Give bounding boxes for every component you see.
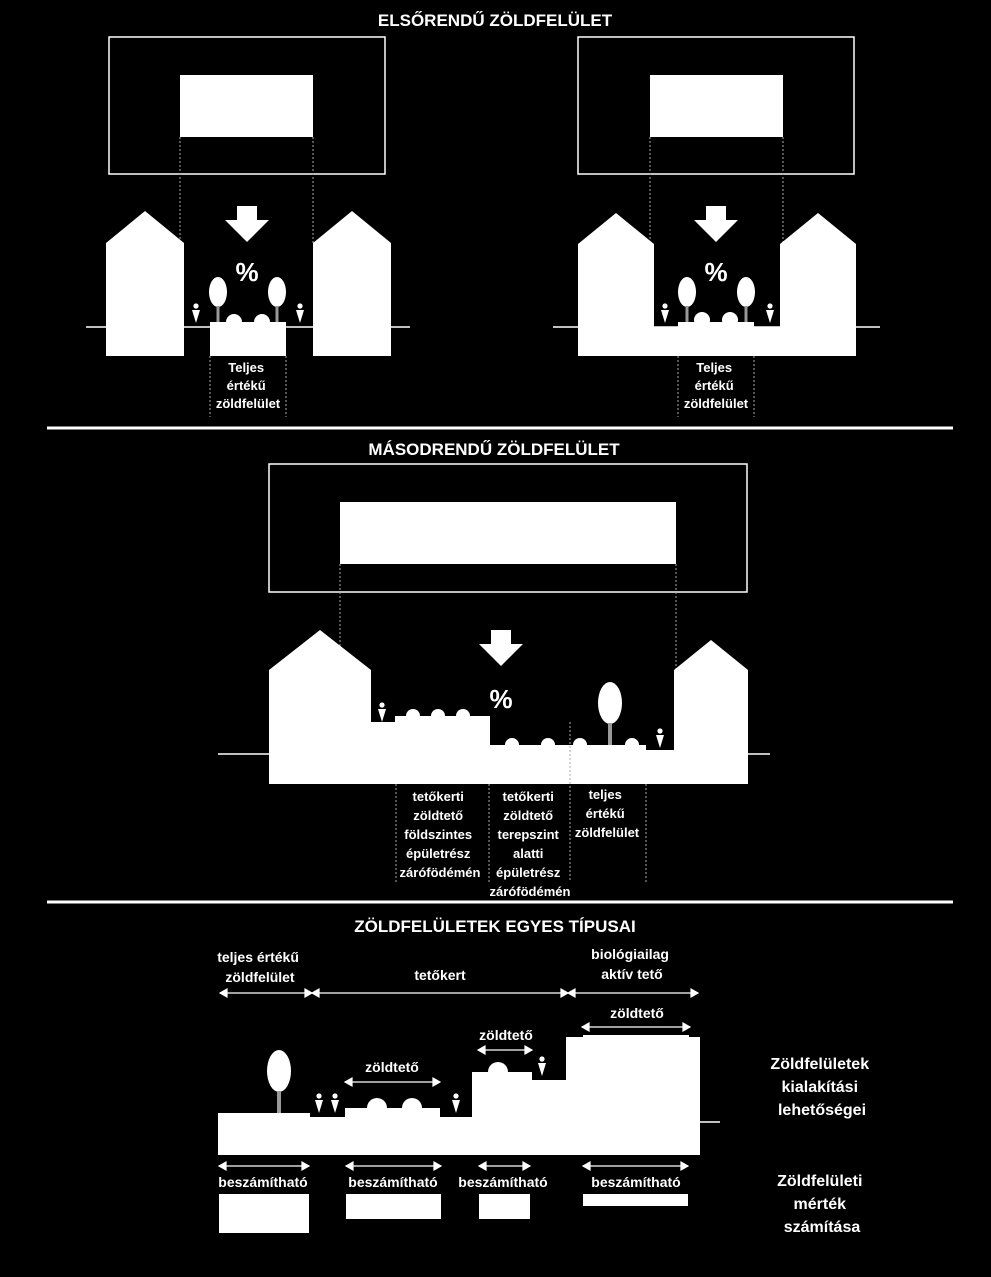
bio-active-roof-category-label: biológiailag aktív tető	[591, 946, 673, 982]
percent-sign: %	[235, 257, 258, 287]
full-value-label: Teljes értékű zöldfelület	[216, 360, 281, 411]
person-icon	[378, 702, 386, 722]
house-icon	[106, 211, 184, 356]
category-range-arrows	[218, 987, 700, 999]
creditable-range-arrows	[217, 1160, 690, 1172]
underground-building	[578, 213, 856, 356]
house-icon	[313, 211, 391, 356]
plan-frame	[108, 36, 386, 175]
person-icon	[538, 1056, 546, 1076]
person-icon	[192, 303, 200, 323]
full-value-label: Teljes értékű zöldfelület	[684, 360, 749, 411]
arrow-down-icon	[225, 206, 269, 242]
percent-sign: %	[704, 257, 727, 287]
arrow-down-icon	[694, 206, 738, 242]
creditable-block	[346, 1194, 441, 1219]
section-secondary-green-surface: MÁSODRENDŰ ZÖLDFELÜLET % tetőkerti zöldt…	[218, 440, 770, 899]
section3-title: ZÖLDFELÜLETEK EGYES TÍPUSAI	[354, 917, 635, 936]
green-surface-types-profile	[218, 1037, 700, 1155]
person-icon	[656, 728, 664, 748]
roof-garden-category-label: tetőkert	[414, 967, 466, 983]
plan-frame	[268, 463, 748, 593]
primary-right-scenario: % Teljes értékű zöldfelület	[553, 36, 880, 417]
plan-frame	[577, 36, 855, 175]
creditable-label: beszámítható	[348, 1174, 437, 1190]
person-icon	[296, 303, 304, 323]
tree-icon	[267, 1050, 291, 1113]
person-icon	[315, 1093, 323, 1113]
section-primary-green-surface: ELSŐRENDŰ ZÖLDFELÜLET % Teljes értékű	[86, 11, 880, 417]
person-icon	[766, 303, 774, 323]
full-value-category-label: teljes értékű zöldfelület	[217, 949, 303, 985]
section-green-surface-types: ZÖLDFELÜLETEK EGYES TÍPUSAI teljes érték…	[217, 917, 873, 1236]
creditable-block	[583, 1194, 688, 1206]
green-ratio-calculation-side-label: Zöldfelületi mérték számítása	[777, 1173, 867, 1236]
creditable-block	[479, 1194, 530, 1219]
person-icon	[661, 303, 669, 323]
percent-sign: %	[489, 684, 512, 714]
plan-green-area	[340, 502, 676, 564]
creditable-block	[219, 1194, 309, 1233]
person-icon	[331, 1093, 339, 1113]
tree-icon	[598, 682, 622, 745]
creditable-label: beszámítható	[218, 1174, 307, 1190]
green-roof-label: zöldtető	[365, 1059, 419, 1075]
tree-icon	[678, 277, 696, 322]
rooftop-garden-ground-floor-label: tetőkerti zöldtető földszintes épületrés…	[400, 789, 481, 880]
arrow-down-icon	[479, 630, 523, 666]
full-value-label: teljes értékű zöldfelület	[575, 787, 640, 840]
tree-icon	[268, 277, 286, 322]
creditable-label: beszámítható	[458, 1174, 547, 1190]
design-options-side-label: Zöldfelületek kialakítási lehetőségei	[770, 1056, 873, 1119]
plan-green-area	[650, 75, 783, 137]
section2-title: MÁSODRENDŰ ZÖLDFELÜLET	[368, 440, 620, 459]
creditable-label: beszámítható	[591, 1174, 680, 1190]
green-ground-block	[210, 322, 286, 356]
section1-title: ELSŐRENDŰ ZÖLDFELÜLET	[378, 11, 613, 30]
person-icon	[452, 1093, 460, 1113]
rooftop-garden-underground-label: tetőkerti zöldtető terepszint alatti épü…	[490, 789, 571, 899]
green-roof-label: zöldtető	[479, 1027, 533, 1043]
tree-icon	[737, 277, 755, 322]
green-roof-label: zöldtető	[610, 1005, 664, 1021]
primary-left-scenario: % Teljes értékű zöldfelület	[86, 36, 410, 417]
plan-green-area	[180, 75, 313, 137]
tree-icon	[209, 277, 227, 322]
